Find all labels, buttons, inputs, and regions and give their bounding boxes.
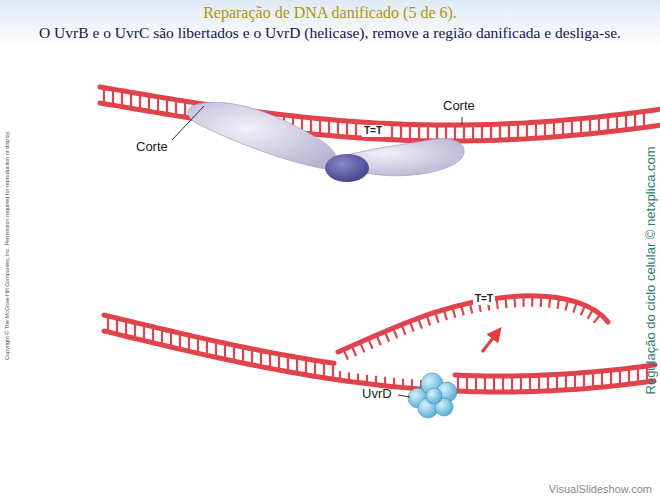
watermark: Regulação do ciclo celular © netxplica.c… xyxy=(644,146,659,394)
direction-arrow xyxy=(482,333,497,352)
dimer-label: T=T xyxy=(362,125,384,137)
protein-label: UvrD xyxy=(362,387,392,402)
leader-line xyxy=(462,117,463,125)
dna-top xyxy=(100,87,660,141)
uvrb-protein xyxy=(188,102,337,168)
uvrd-helicase xyxy=(408,373,457,418)
copyright-note: Copyright © The McGraw-Hill Companies, I… xyxy=(4,130,10,359)
slide-subtitle: O UvrB e o UvrC são libertados e o UvrD … xyxy=(39,24,621,42)
watermark: VisualSlideshow.com xyxy=(549,483,652,496)
slide-title: Reparação de DNA danificado (5 de 6). xyxy=(203,4,457,22)
cut-label: Corte xyxy=(443,99,475,114)
header-band xyxy=(0,0,660,46)
leader-line xyxy=(398,395,410,397)
protein-subunit xyxy=(325,154,369,182)
cut-label: Corte xyxy=(136,140,168,155)
dna-bottom xyxy=(104,315,655,392)
excised-fragment xyxy=(338,296,608,360)
leader-line xyxy=(172,106,204,140)
dimer-label: T=T xyxy=(473,293,495,305)
